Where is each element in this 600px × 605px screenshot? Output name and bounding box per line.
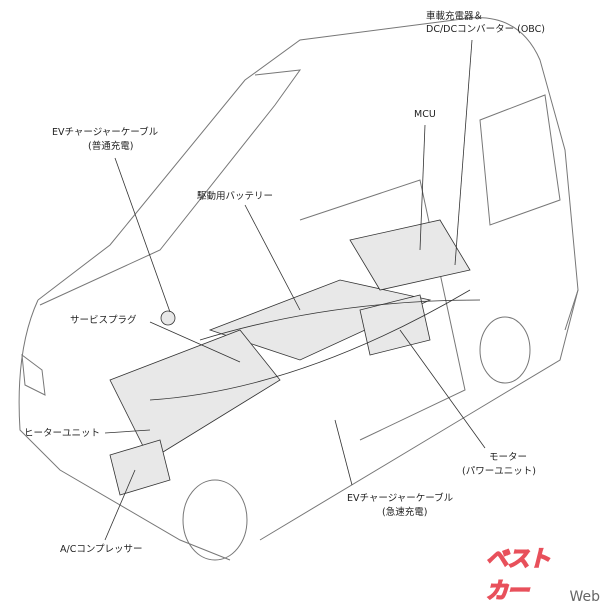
- label-service-plug: サービスプラグ: [70, 315, 137, 326]
- side-harness: [199, 299, 481, 341]
- label-obc-line2: DC/DCコンバーター (OBC): [426, 24, 545, 35]
- van-front-body: [18, 299, 231, 561]
- charge-port-normal: [160, 310, 176, 326]
- label-motor-line1: モーター: [489, 452, 528, 463]
- label-obc-line1: 車載充電器＆: [426, 11, 484, 22]
- van-roof-outline: [37, 17, 579, 331]
- ev-components: [109, 219, 481, 496]
- obc-unit: [349, 219, 471, 291]
- motor-unit: [359, 294, 431, 356]
- rear-wheel: [479, 316, 531, 384]
- label-motor-line2: (パワーユニット): [462, 466, 536, 477]
- label-quick-charge-line1: EVチャージャーケーブル: [347, 493, 454, 504]
- ac-compressor: [109, 439, 171, 496]
- logo-suffix: Web: [569, 589, 600, 605]
- ev-van-cutaway-illustration: [18, 17, 579, 561]
- van-windshield: [39, 69, 302, 306]
- logo-brand: ベストカー: [485, 546, 551, 605]
- battery-pack: [208, 279, 432, 361]
- label-quick-charge-line2: (急速充電): [382, 507, 428, 518]
- label-battery: 駆動用バッテリー: [197, 191, 274, 202]
- bestcar-web-logo: ベストカー Web: [485, 541, 600, 605]
- label-normal-charge-line1: EVチャージャーケーブル: [52, 127, 159, 138]
- van-sliding-door: [299, 179, 466, 441]
- label-ac-compressor: A/Cコンプレッサー: [60, 544, 143, 555]
- front-wheel: [182, 479, 248, 561]
- van-side-window: [479, 94, 561, 226]
- leader-lines: [104, 39, 486, 541]
- rear-harness: [149, 289, 471, 401]
- headlight: [21, 353, 46, 396]
- label-mcu: MCU: [414, 109, 436, 120]
- label-normal-charge-line2: (普通充電): [88, 141, 134, 152]
- label-heater: ヒーターユニット: [24, 428, 101, 439]
- van-lower-side: [259, 289, 579, 541]
